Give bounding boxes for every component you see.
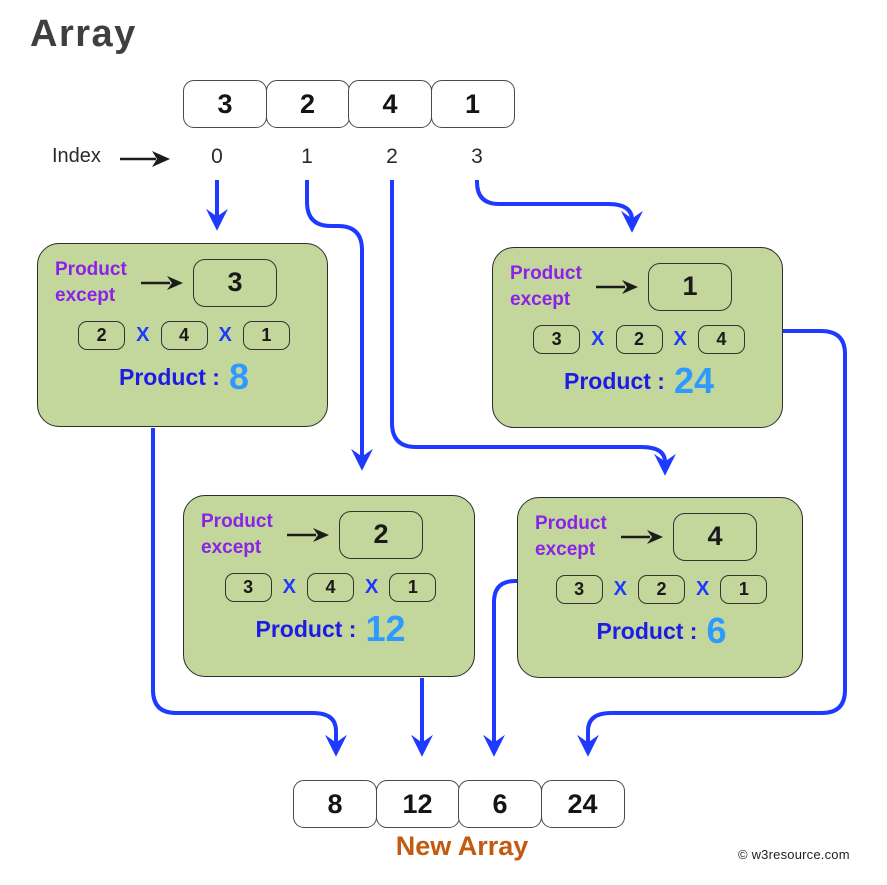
- new-array-cell-0: 8: [293, 780, 377, 828]
- page-title: Array: [30, 13, 137, 55]
- product-box-except-1: Product except 1 3 X 2 X 4 Product : 24: [492, 247, 783, 428]
- connector-index3-to-box: [475, 180, 643, 233]
- multiply-sign: X: [365, 576, 379, 599]
- connector-box-to-cell-24: [577, 329, 847, 757]
- product-result: 24: [673, 360, 714, 402]
- factor-cell: 3: [555, 575, 603, 605]
- source-array-cell-3: 1: [430, 80, 515, 128]
- pointer-arrow-icon: [596, 279, 638, 294]
- new-array-cell-3: 24: [540, 780, 625, 828]
- connector-box-to-cell-8: [151, 428, 347, 757]
- watermark: © w3resource.com: [738, 847, 850, 862]
- product-except-label: Product except: [201, 511, 273, 558]
- product-label: Product :: [564, 367, 665, 394]
- product-label: Product :: [119, 363, 220, 390]
- except-value-cell: 2: [339, 510, 423, 559]
- source-array-cell-0: 3: [183, 80, 267, 128]
- index-label: Index: [52, 145, 101, 167]
- pointer-arrow-icon: [141, 275, 183, 290]
- index-arrow-icon: [120, 151, 170, 167]
- source-array-cell-2: 4: [348, 80, 432, 128]
- product-box-except-2: Product except 2 3 X 4 X 1 Product : 12: [183, 495, 475, 677]
- factor-cell: 1: [242, 321, 290, 351]
- index-number-2: 2: [386, 145, 398, 168]
- connector-box-to-cell-6: [483, 579, 517, 757]
- new-array-cell-2: 6: [458, 780, 542, 828]
- source-array: 3 2 4 1: [183, 80, 515, 128]
- product-label: Product :: [255, 615, 357, 642]
- multiply-sign: X: [282, 576, 296, 599]
- product-except-label: Product except: [510, 263, 582, 310]
- connector-index2-to-box: [390, 180, 676, 476]
- factor-cell: 4: [697, 325, 745, 355]
- pointer-arrow-icon: [621, 529, 663, 544]
- product-result: 12: [365, 608, 406, 650]
- multiply-sign: X: [673, 328, 687, 351]
- product-box-except-3: Product except 3 2 X 4 X 1 Product : 8: [37, 243, 328, 427]
- factor-cell: 1: [720, 575, 768, 605]
- factor-cell: 2: [638, 575, 685, 605]
- factor-cell: 3: [533, 325, 581, 355]
- new-array-label: New Array: [395, 831, 529, 861]
- factor-cell: 2: [78, 321, 126, 351]
- except-value-cell: 4: [673, 512, 757, 561]
- multiply-sign: X: [696, 578, 710, 601]
- new-array: 8 12 6 24: [293, 780, 625, 828]
- except-value-cell: 1: [648, 262, 732, 311]
- multiply-sign: X: [136, 324, 150, 347]
- multiply-sign: X: [591, 328, 605, 351]
- multiply-sign: X: [218, 324, 232, 347]
- factor-cell: 2: [615, 325, 663, 355]
- product-result: 8: [228, 356, 249, 398]
- new-array-cell-1: 12: [375, 780, 460, 828]
- factor-cell: 4: [160, 321, 208, 351]
- factor-cell: 3: [224, 573, 272, 603]
- product-label: Product :: [596, 617, 698, 644]
- factor-cell: 1: [389, 573, 437, 603]
- factor-cell: 4: [307, 573, 354, 603]
- except-value-cell: 3: [193, 258, 277, 307]
- product-box-except-4: Product except 4 3 X 2 X 1 Product : 6: [517, 497, 803, 678]
- product-result: 6: [706, 610, 727, 652]
- multiply-sign: X: [613, 578, 627, 601]
- product-except-label: Product except: [535, 513, 607, 560]
- pointer-arrow-icon: [287, 527, 329, 542]
- index-number-0: 0: [211, 145, 223, 168]
- index-number-1: 1: [301, 145, 313, 168]
- source-array-cell-1: 2: [265, 80, 350, 128]
- product-except-label: Product except: [55, 259, 127, 306]
- index-number-3: 3: [471, 145, 483, 168]
- connector-index1-to-box: [305, 180, 373, 471]
